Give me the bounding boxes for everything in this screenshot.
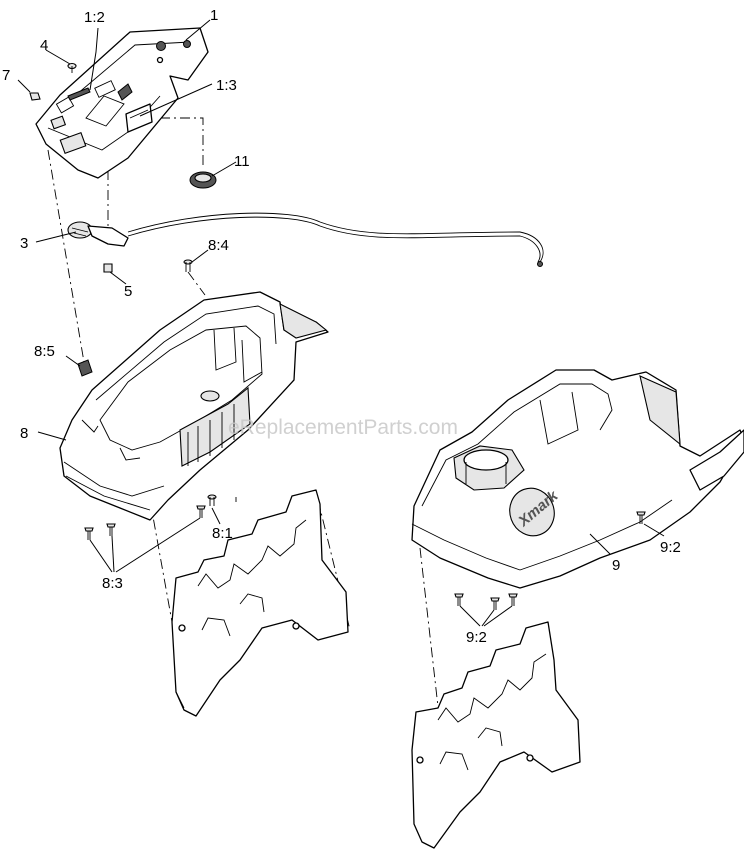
- control-panel-part-1: [35, 27, 209, 179]
- callout-8-5: 8:5: [34, 343, 55, 360]
- choke-cable-part-3: [67, 212, 544, 267]
- bolt-part-8-4: [183, 259, 193, 272]
- bracket-part-1-3: [125, 103, 153, 133]
- callout-8-3: 8:3: [102, 575, 123, 592]
- nut-part-7: [29, 92, 41, 101]
- screw-part-4: [67, 62, 77, 73]
- callout-5: 5: [124, 283, 132, 300]
- callout-3: 3: [20, 235, 28, 252]
- callout-7: 7: [2, 67, 10, 84]
- callout-9-2-bottom: 9:2: [466, 629, 487, 646]
- callout-1: 1: [210, 7, 218, 24]
- fuel-tank-part-8: [59, 291, 329, 521]
- callout-11: 11: [234, 153, 250, 170]
- callout-9-2-right: 9:2: [660, 539, 681, 556]
- callout-1-2: 1:2: [84, 9, 105, 26]
- heat-shield-left: [171, 489, 349, 717]
- leader-lines: [17, 19, 665, 627]
- screws-part-9-2: [454, 511, 646, 610]
- heat-shield-right: [411, 621, 581, 849]
- fuel-tank-part-9: Xmark: [411, 369, 744, 589]
- grommet-part-11: [189, 171, 217, 189]
- callout-labels: 1 1:2 1:3 4 7 11 3 5 8:4 8:5 8 8:1 8:3 9…: [2, 7, 681, 646]
- nut-part-5: [103, 263, 113, 273]
- watermark: eReplacementParts.com: [228, 416, 458, 439]
- callout-8-4: 8:4: [208, 237, 229, 254]
- callout-8-1: 8:1: [212, 525, 233, 542]
- callout-8: 8: [20, 425, 28, 442]
- screws-part-8-3: [84, 505, 206, 540]
- clip-part-8-5: [77, 359, 93, 377]
- callout-9: 9: [612, 557, 620, 574]
- callout-4: 4: [40, 37, 48, 54]
- callout-1-3: 1:3: [216, 77, 237, 94]
- bolt-part-8-1: [207, 494, 217, 506]
